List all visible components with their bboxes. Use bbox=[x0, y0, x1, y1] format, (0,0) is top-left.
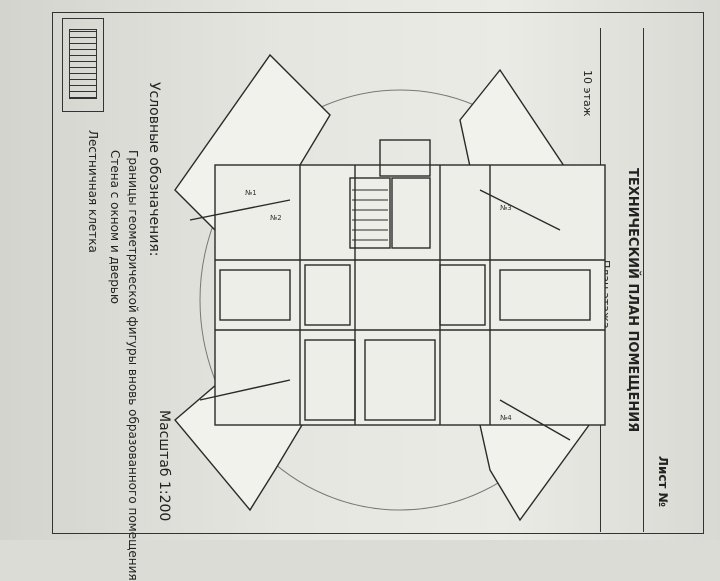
room-number-label: №3 bbox=[500, 204, 512, 212]
room-number-label: №1 bbox=[245, 189, 257, 197]
room-number-label: №2 bbox=[270, 214, 282, 222]
floor-plan: №1 №2 №3 №4 bbox=[174, 53, 606, 522]
sheet-frame bbox=[52, 12, 704, 534]
stair-legend-symbol bbox=[62, 18, 104, 112]
room-number-label: №4 bbox=[500, 414, 512, 422]
